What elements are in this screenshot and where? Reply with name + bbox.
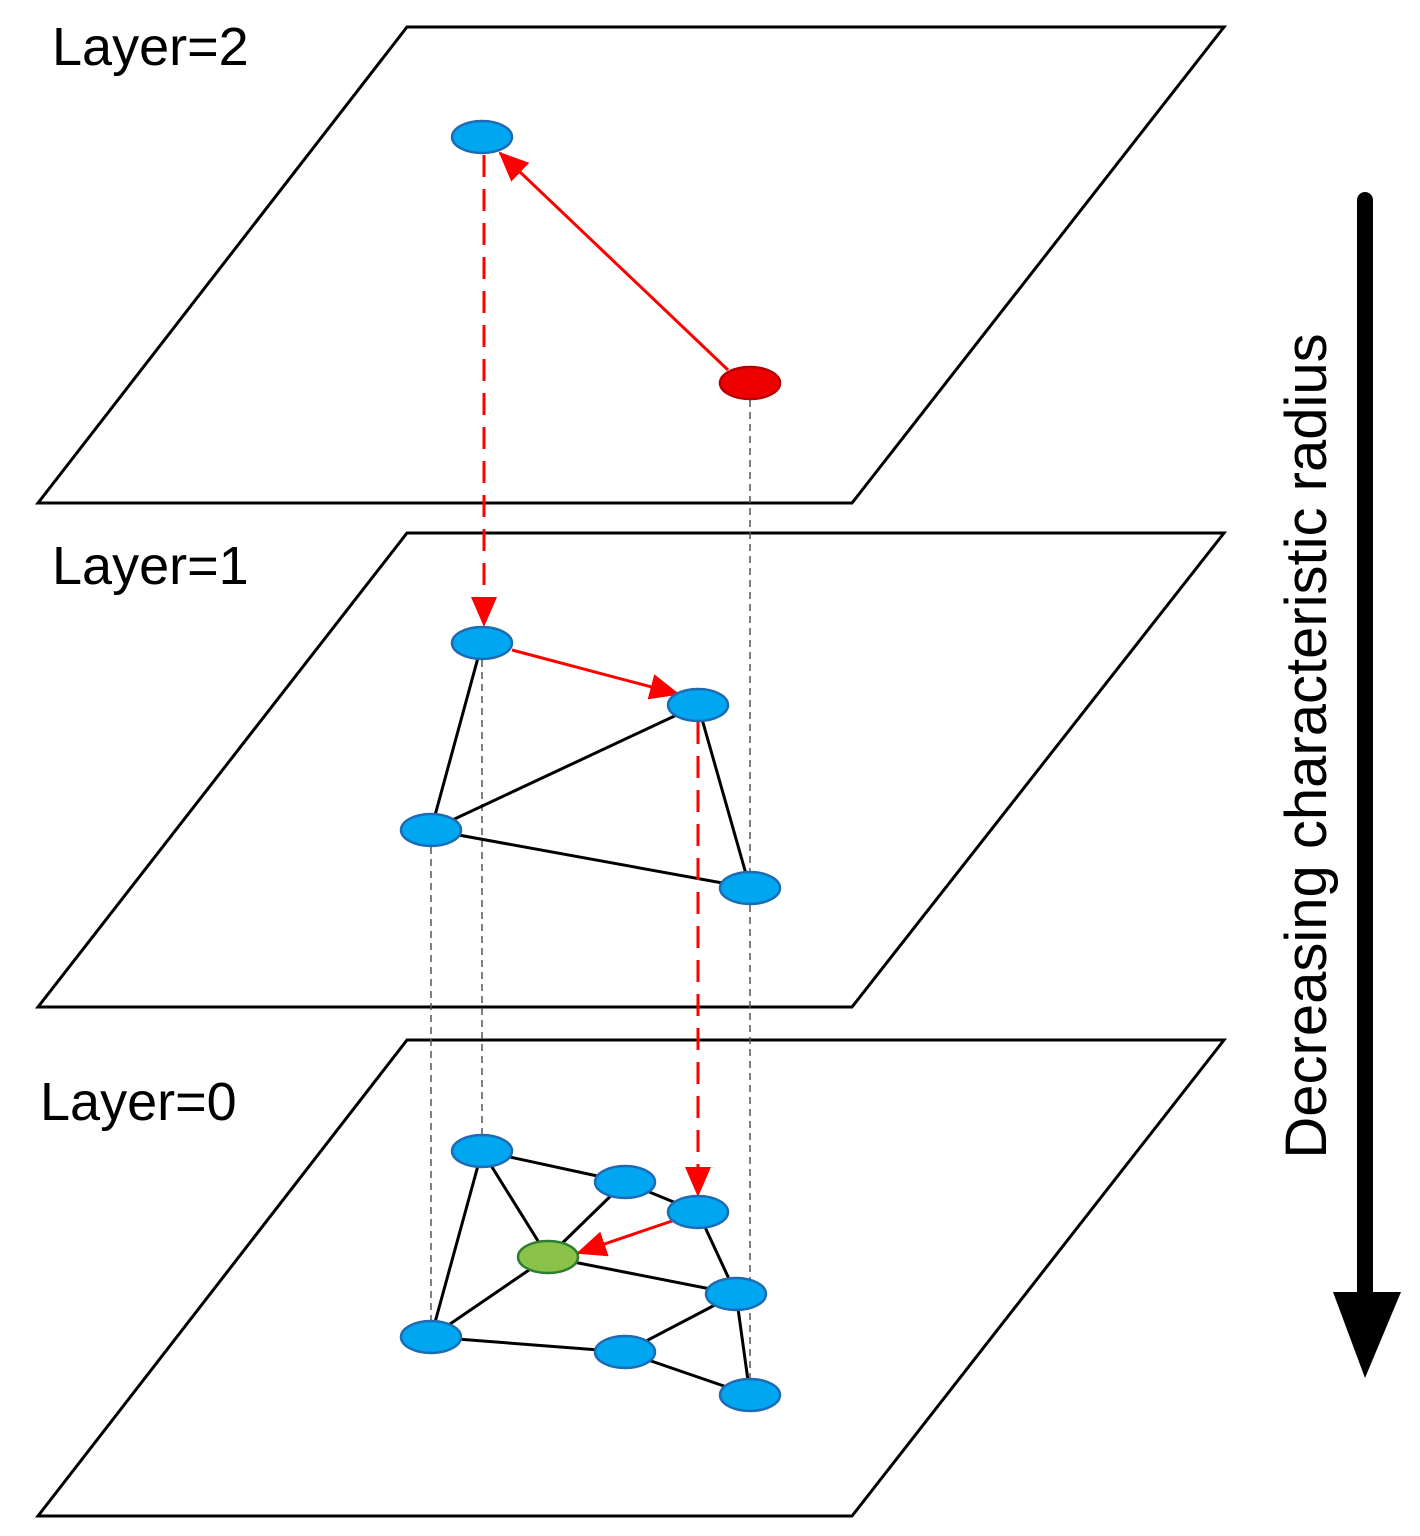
layer-0-node [450,1133,514,1169]
graph-edge [430,703,699,832]
graph-edge [696,704,752,889]
graph-edge [430,1335,626,1354]
layer-0-node [704,1276,768,1312]
layer-0-label: Layer=0 [40,1072,237,1132]
layer-2-node [450,119,514,155]
entry-point-node [718,365,782,401]
projection-lines [430,400,751,1380]
layer-0-node [593,1164,657,1200]
layer-1-node [666,687,730,723]
search-step-arrow [576,1219,673,1257]
layer-0-node [718,1377,782,1413]
layer-1-node [718,870,782,906]
layer-1-plane [34,531,1228,1009]
search-path [471,151,730,1257]
search-step-arrow [511,648,680,700]
graph-edge [480,1150,550,1258]
layer-0-node [399,1319,463,1355]
layer-1-label: Layer=1 [52,536,249,596]
layer-2-label: Layer=2 [52,17,249,77]
graph-edge [547,1255,737,1296]
layer-1-node [450,625,514,661]
layer-1-node [399,812,463,848]
search-step-arrow [498,151,730,372]
radius-axis: Decreasing characteristic radius [1274,192,1401,1378]
graph-edge [429,642,484,831]
nearest-neighbor-node [516,1239,580,1275]
layer-2-plane [34,25,1228,505]
layer-0-node [593,1334,657,1370]
layer-0-node [666,1194,730,1230]
graph-nodes [399,119,782,1413]
graph-edge [429,1150,484,1338]
axis-arrow-head [1333,1292,1401,1378]
layer-0-plane [34,1038,1228,1518]
axis-label: Decreasing characteristic radius [1274,333,1339,1158]
